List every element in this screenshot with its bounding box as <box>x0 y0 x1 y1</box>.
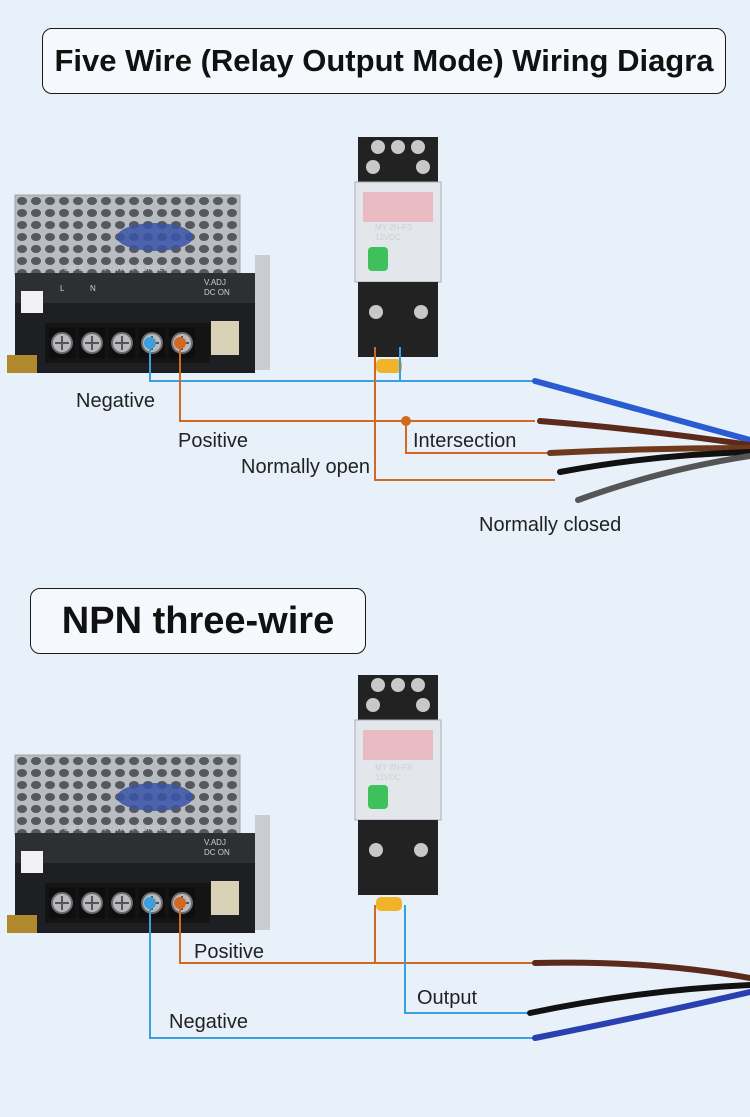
label-intersection: Intersection <box>413 430 516 452</box>
negative-terminal-marker-2 <box>144 897 156 909</box>
psu-vadj-2: V.ADJ <box>204 838 226 847</box>
psu-dc-on: DC ON <box>204 288 230 297</box>
label-positive-npn: Positive <box>194 941 264 963</box>
psu-dc-on-2: DC ON <box>204 848 230 857</box>
label-negative-npn: Negative <box>169 1011 248 1033</box>
label-negative-top: Negative <box>76 390 155 412</box>
label-normally-open: Normally open <box>241 456 370 478</box>
relay-top: MY 2N-FS 12VDC <box>354 136 442 374</box>
normally-open-wire-line <box>374 347 555 481</box>
psu-brand: S8FS <box>64 264 84 273</box>
psu-brand-2: S8FS <box>64 824 84 833</box>
psu-top: S8FS POWER SUPPLY V.ADJ DC ON L N <box>6 194 271 374</box>
label-positive-top: Positive <box>178 430 248 452</box>
positive-wire-line <box>179 347 535 422</box>
label-output-npn: Output <box>417 987 477 1009</box>
five-wire-title: Five Wire (Relay Output Mode) Wiring Dia… <box>42 28 726 94</box>
relay-bottom: MY 2N-FS 12VDC <box>354 674 442 912</box>
relay-model-2: MY 2N-FS <box>375 763 412 772</box>
psu-bottom: S8FS POWER SUPPLY V.ADJ DC ON <box>6 754 271 934</box>
npn-output-line <box>404 905 527 1014</box>
intersection-wire-line <box>405 421 548 454</box>
npn-title: NPN three-wire <box>30 588 366 654</box>
positive-terminal-marker-2 <box>174 897 186 909</box>
positive-terminal-marker <box>174 337 186 349</box>
psu-model-2: POWER SUPPLY <box>104 824 168 833</box>
psu-vadj: V.ADJ <box>204 278 226 287</box>
psu-terminal-l: L <box>60 284 65 293</box>
psu-terminal-n: N <box>90 284 96 293</box>
relay-model: MY 2N-FS <box>375 223 412 232</box>
negative-terminal-marker <box>144 337 156 349</box>
relay-voltage-2: 12VDC <box>375 773 401 782</box>
negative-wire-line <box>149 347 535 382</box>
npn-negative-line <box>149 907 535 1039</box>
npn-positive-line <box>179 907 535 964</box>
npn-cable <box>527 959 750 1041</box>
label-normally-closed: Normally closed <box>479 514 621 536</box>
five-wire-cable <box>532 378 750 503</box>
relay-voltage: 12VDC <box>375 233 401 242</box>
psu-model: POWER SUPPLY <box>104 264 168 273</box>
